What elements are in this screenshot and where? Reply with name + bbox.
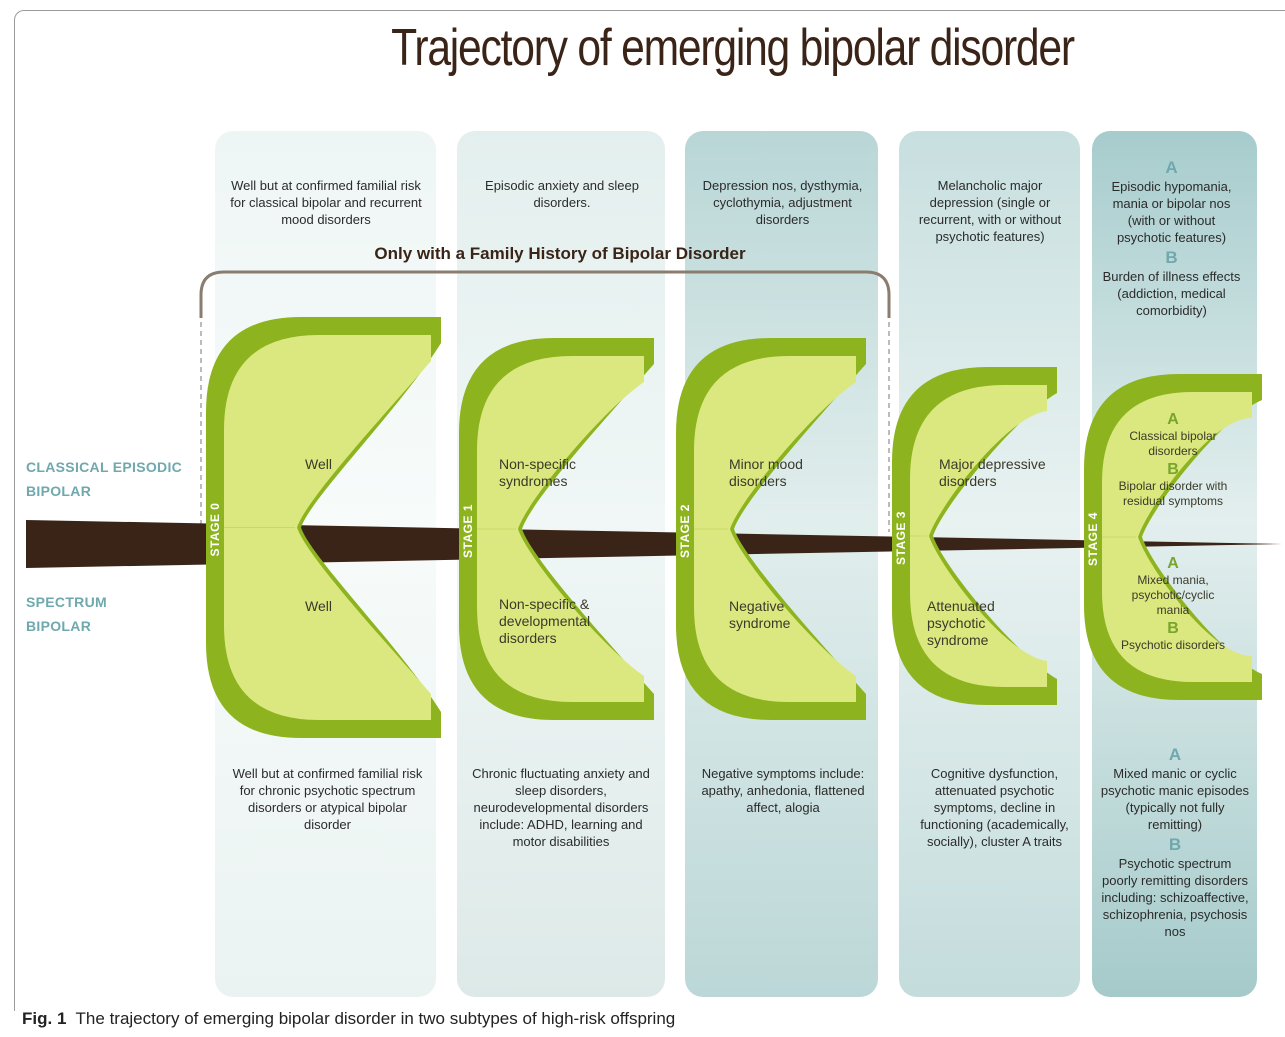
stage-4-bottom-a-text: Mixed manic or cyclic psychotic manic ep…: [1100, 766, 1250, 832]
stage-4-lower-leaf-label: A Mixed mania, psychotic/cyclic mania B …: [1118, 555, 1228, 653]
stage-4-bottom-a-letter: A: [1168, 745, 1182, 764]
stage-1-leaf: STAGE 1: [459, 338, 654, 720]
spectrum-label-line1: SPECTRUM: [26, 594, 107, 610]
figure-caption: Fig. 1 The trajectory of emerging bipola…: [22, 1009, 675, 1029]
stage-4-upper-a-text: Classical bipolar disorders: [1129, 429, 1217, 458]
stage-2-leaf-body: [694, 356, 856, 702]
stage-3-lower-leaf-label: Attenuated psychotic syndrome: [927, 598, 995, 648]
stage-1-top-text: Episodic anxiety and sleep disorders.: [485, 178, 639, 210]
caption-prefix: Fig. 1: [22, 1009, 67, 1028]
stage-2-bottom-text: Negative symptoms include: apathy, anhed…: [701, 766, 865, 815]
trajectory-trunk: [26, 520, 1282, 568]
stage-4-label: STAGE 4: [1086, 512, 1100, 566]
stage-2-top-text: Depression nos, dysthymia, cyclothymia, …: [702, 178, 863, 227]
stage-4-upper-a-letter: A: [1167, 411, 1179, 428]
stage-4-top-text: A Episodic hypomania, mania or bipolar n…: [1100, 158, 1243, 319]
stage-0-label: STAGE 0: [208, 503, 222, 557]
stage-1-lower-leaf-label: Non-specific & developmental disorders: [499, 596, 591, 646]
stage-2-lower-leaf-label: Negative syndrome: [729, 598, 791, 631]
stage-3-bottom-text: Cognitive dysfunction, attenuated psycho…: [920, 766, 1069, 849]
stage-4-bottom-b-letter: B: [1168, 835, 1182, 854]
family-history-label: Only with a Family History of Bipolar Di…: [374, 244, 746, 263]
stage-4-leaf-body: [1102, 392, 1252, 682]
stage-0-leaf-body: [224, 335, 431, 720]
stage-4-bottom-text: A Mixed manic or cyclic psychotic manic …: [1100, 745, 1250, 940]
stage-0-leaf: STAGE 0: [206, 317, 441, 738]
stage-3-leaf: STAGE 3: [892, 367, 1057, 705]
stage-4-lower-a-text: Mixed mania, psychotic/cyclic mania: [1131, 573, 1215, 617]
stage-1-upper-leaf-label: Non-specific syndromes: [499, 456, 577, 489]
stage-4-lower-a-letter: A: [1167, 555, 1179, 572]
stage-2-upper-leaf-label: Minor mood disorders: [729, 456, 803, 489]
stage-2-leaf: STAGE 2: [676, 338, 866, 720]
stage-4-top-b-text: Burden of illness effects (addiction, me…: [1102, 269, 1241, 318]
stage-4-top-a-text: Episodic hypomania, mania or bipolar nos…: [1111, 179, 1232, 245]
stage-0-upper-leaf-label: Well: [305, 456, 332, 472]
stage-4-upper-b-letter: B: [1167, 461, 1179, 478]
stage-4-top-b-letter: B: [1165, 248, 1178, 267]
spectrum-bipolar-label: SPECTRUM BIPOLAR: [26, 590, 107, 638]
stage-0-top-text: Well but at confirmed familial risk for …: [230, 178, 422, 227]
stage-4-lower-b-letter: B: [1167, 620, 1179, 637]
classical-bipolar-label: CLASSICAL EPISODIC BIPOLAR: [26, 455, 182, 503]
figure-frame: [14, 10, 1285, 1011]
family-history-bracket: [199, 270, 891, 318]
classical-label-line1: CLASSICAL EPISODIC: [26, 459, 183, 475]
stage-4-top-a-letter: A: [1165, 158, 1178, 177]
stage-0-lower-leaf-label: Well: [305, 598, 332, 614]
diagram-title: Trajectory of emerging bipolar disorder: [391, 19, 1075, 77]
stage-3-leaf-body: [910, 385, 1047, 687]
stage-4-lower-b-text: Psychotic disorders: [1120, 638, 1226, 652]
caption-text: The trajectory of emerging bipolar disor…: [75, 1009, 676, 1028]
stage-2-label: STAGE 2: [678, 504, 692, 558]
stage-4-upper-leaf-label: A Classical bipolar disorders B Bipolar …: [1110, 411, 1236, 509]
spectrum-label-line2: BIPOLAR: [26, 618, 92, 634]
stage-3-top-text: Melancholic major depression (single or …: [918, 178, 1062, 244]
stage-1-leaf-body: [477, 356, 644, 702]
stage-0-bottom-text: Well but at confirmed familial risk for …: [232, 766, 423, 832]
stage-1-label: STAGE 1: [461, 504, 475, 558]
stage-3-label: STAGE 3: [894, 511, 908, 565]
stage-4-leaf: STAGE 4: [1084, 374, 1262, 700]
classical-label-line2: BIPOLAR: [26, 483, 92, 499]
stage-4-upper-b-text: Bipolar disorder with residual symptoms: [1118, 479, 1228, 508]
stage-1-bottom-text: Chronic fluctuating anxiety and sleep di…: [472, 766, 650, 849]
stage-3-upper-leaf-label: Major depressive disorders: [939, 456, 1046, 489]
stage-4-bottom-b-text: Psychotic spectrum poorly remitting diso…: [1101, 856, 1249, 939]
